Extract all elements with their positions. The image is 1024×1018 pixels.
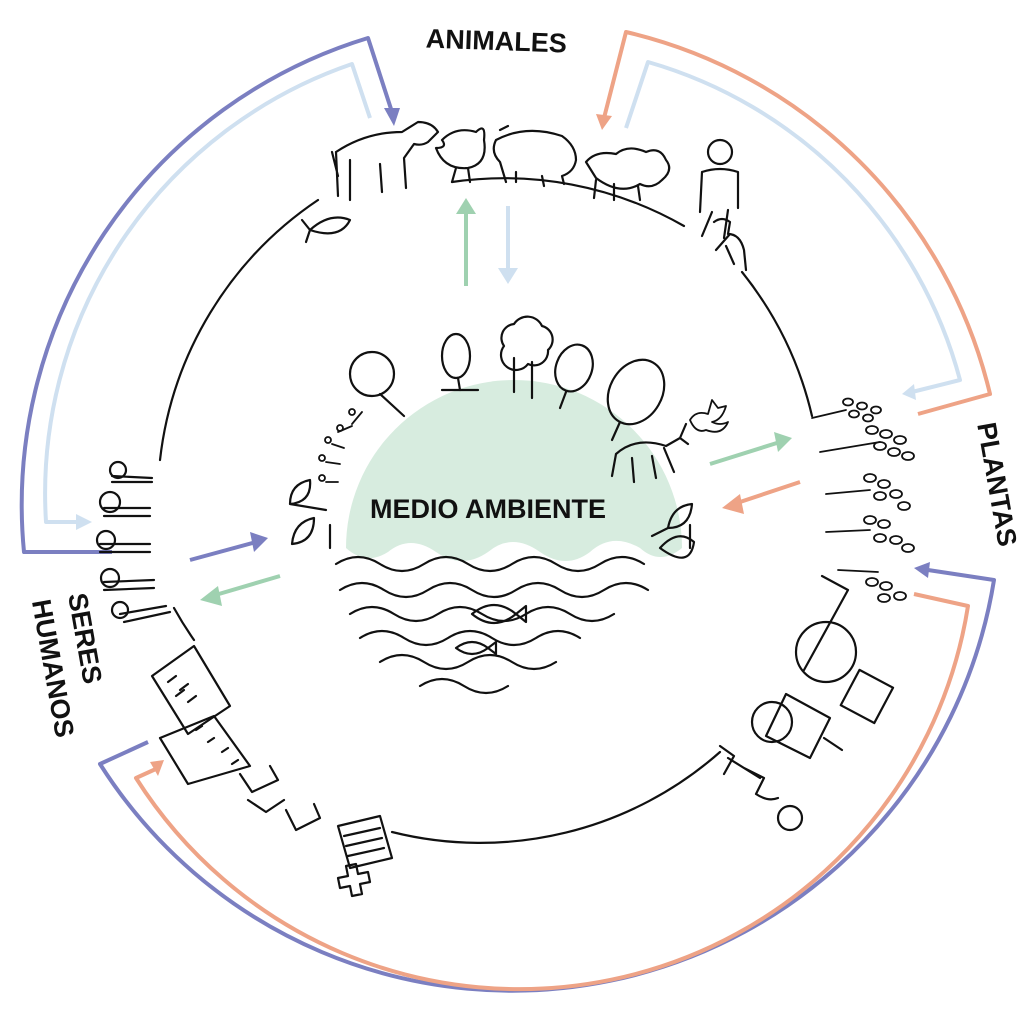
arc-animals-to-plants-lightblue [624, 60, 962, 394]
worker-icon [718, 744, 804, 832]
main-ring-top [450, 177, 686, 228]
arrow-env-to-plants [709, 440, 781, 466]
arrowhead-green-left [200, 586, 222, 606]
chicken-icon [434, 127, 486, 184]
arrowhead-blue-down [498, 268, 518, 284]
main-ring-bottom-right [390, 750, 722, 844]
seed-icon [811, 397, 915, 603]
arrowhead-green-right [774, 432, 792, 452]
arrow-env-to-humans [211, 574, 281, 598]
arc-animals-to-humans-lightblue [43, 62, 372, 524]
main-ring [158, 198, 320, 462]
arrowhead-orange-left-center [722, 494, 744, 514]
arc-humans-to-animals-purple [19, 36, 394, 554]
building-icon [150, 644, 252, 786]
bat-icon [689, 399, 729, 433]
fish-icon [454, 603, 528, 656]
water-dome [346, 380, 682, 561]
cow-icon [330, 120, 440, 202]
people-icon [95, 460, 172, 624]
flower-icon [318, 408, 363, 483]
tree-icon [348, 315, 666, 442]
arrowhead-orange-top [596, 114, 612, 130]
animals-label: ANIMALES [425, 24, 567, 59]
main-ring-left-lower [172, 606, 196, 642]
arrow-plants-to-env [733, 480, 801, 506]
leaf-icon [288, 478, 696, 559]
arc-plants-to-animals-orange [602, 30, 992, 416]
pig-icon [492, 124, 578, 188]
arrowhead-purple-right-center [250, 532, 268, 552]
deer-icon [610, 422, 690, 484]
arrow-humans-to-env [189, 540, 257, 562]
arrowhead-lightblue-left [76, 514, 92, 530]
box-icon [238, 764, 322, 832]
tractor-icon [750, 574, 895, 760]
arrowhead-lightblue-right [902, 384, 916, 400]
arrowhead-orange-left [150, 760, 164, 776]
plants-label: PLANTAS [971, 420, 1022, 549]
wave-icon [334, 555, 650, 695]
dog-icon [712, 217, 748, 272]
center-label: MEDIO AMBIENTE [370, 494, 606, 524]
arrowhead-purple-top [384, 108, 400, 126]
fish-icon [300, 216, 352, 244]
farmer-icon [698, 138, 740, 240]
sheep-icon [584, 147, 671, 202]
arc-plants-to-humans-orange [134, 592, 970, 992]
hospital-icon [336, 814, 394, 898]
arrowhead-green-up [456, 198, 476, 214]
main-ring-right [740, 270, 814, 418]
arrowhead-purple-right [914, 562, 930, 578]
